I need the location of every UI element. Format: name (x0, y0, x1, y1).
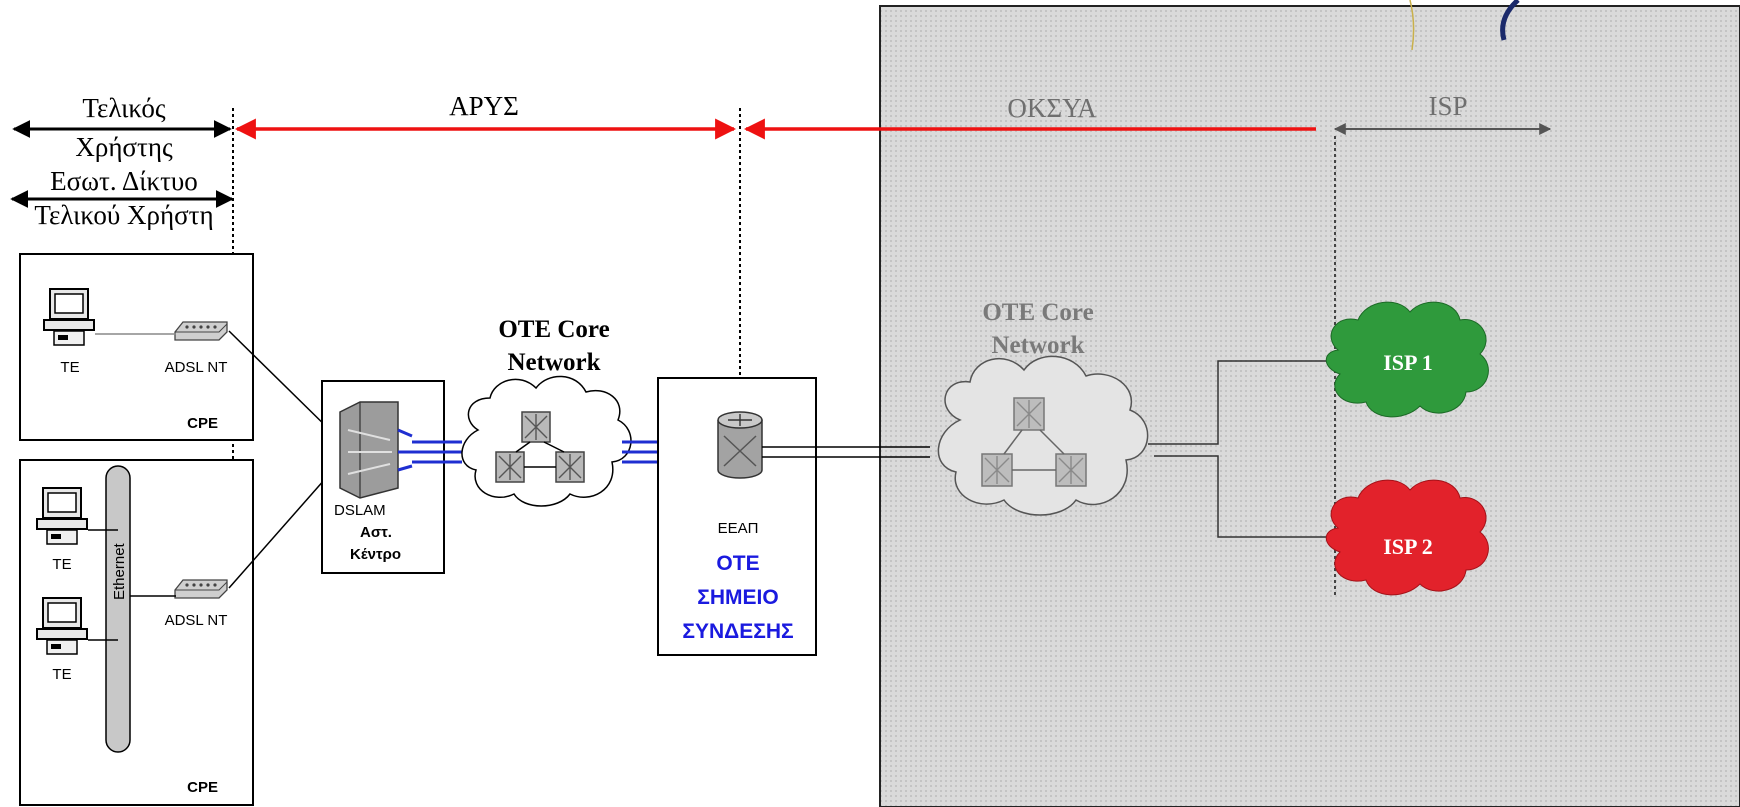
eeap-core-right-links (762, 446, 930, 458)
switch-icon (981, 453, 1013, 487)
switch-icon (555, 451, 585, 483)
ethernet-cylinder (105, 465, 131, 753)
core-isp-links (1148, 360, 1338, 538)
core-left-title-2: Network (507, 349, 600, 376)
switch-icon (1013, 397, 1045, 431)
router-icon (717, 411, 763, 479)
cpe-top-modem: ADSL NT (165, 359, 228, 376)
isp2-label: ISP 2 (1383, 534, 1433, 559)
switch-icon (495, 451, 525, 483)
core-right-internal-links (1003, 429, 1065, 471)
isp1-cloud (1325, 301, 1489, 418)
label-end-user-2: Χρήστης (75, 132, 173, 162)
modem-icon (174, 579, 228, 599)
cpe-bottom-te2: TE (52, 666, 71, 683)
ethernet-label: Ethernet (111, 542, 128, 600)
logo-arc-thick (1500, 0, 1520, 41)
cpe-top-label: CPE (187, 415, 218, 432)
dslam-sub-2: Κέντρο (350, 546, 401, 563)
eeap-blue-1: OTE (716, 552, 759, 575)
core-left-title-1: OTE Core (498, 316, 609, 343)
core-left-internal-links (515, 441, 565, 468)
cpe-top-box (19, 253, 254, 441)
cpe-bottom-modem: ADSL NT (165, 612, 228, 629)
dslam-name: DSLAM (334, 502, 386, 519)
dslam-icon (339, 401, 413, 499)
label-arys: ΑΡΥΣ (449, 91, 519, 121)
label-end-user-net-1: Εσωτ. Δίκτυο (50, 166, 198, 196)
modem-icon (174, 321, 228, 341)
label-isp: ISP (1428, 91, 1467, 121)
label-end-user-1: Τελικός (82, 93, 166, 123)
core-right-title-2: Network (991, 332, 1084, 359)
cpe-top-te: TE (60, 359, 79, 376)
cpe-bottom-te1: TE (52, 556, 71, 573)
dslam-core-links (412, 440, 462, 464)
label-end-user-net-2: Τελικού Χρήστη (34, 200, 213, 230)
core-right-title-1: OTE Core (982, 299, 1093, 326)
cpe-bottom-label: CPE (187, 779, 218, 796)
label-oksya: ΟΚΣΥΑ (1007, 93, 1097, 123)
isp1-label: ISP 1 (1383, 350, 1433, 375)
eeap-blue-3: ΣΥΝΔΕΣΗΣ (682, 620, 793, 643)
core-right-cloud (937, 355, 1149, 516)
switch-icon (1055, 453, 1087, 487)
switch-icon (521, 411, 551, 443)
eeap-blue-2: ΣΗΜΕΙΟ (697, 586, 778, 609)
dslam-sub-1: Αστ. (360, 524, 392, 541)
isp2-cloud (1325, 479, 1489, 596)
logo-arc-thin (1409, 0, 1415, 51)
eeap-name: ΕΕΑΠ (718, 520, 759, 537)
